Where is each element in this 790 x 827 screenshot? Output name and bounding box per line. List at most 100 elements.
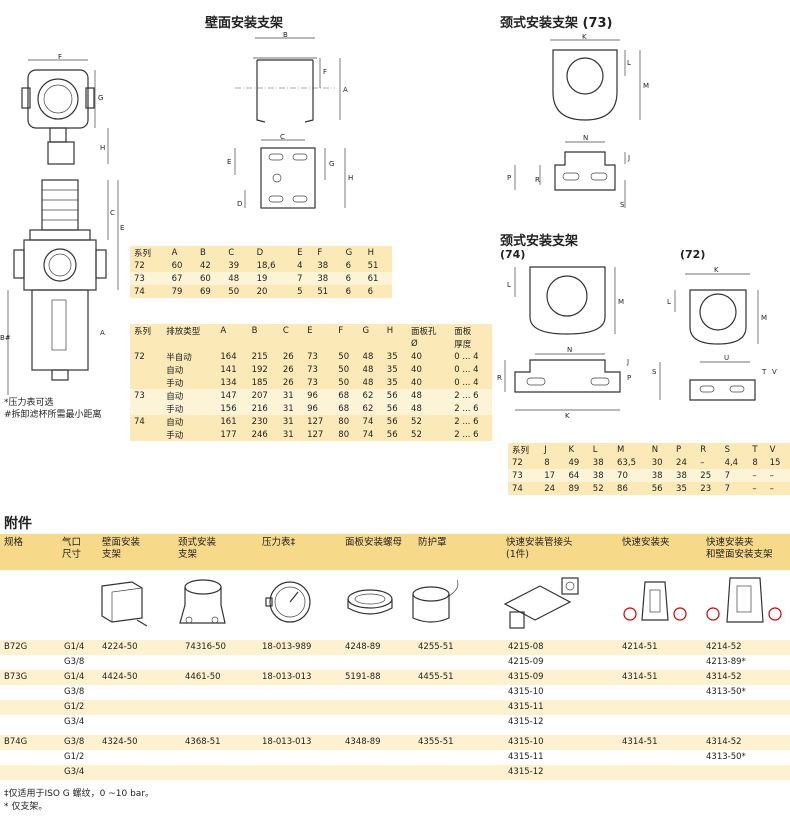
table-cell: 60	[199, 273, 211, 284]
table-cell: 26	[282, 351, 294, 362]
dim-label-j: J	[627, 154, 630, 162]
note-min-distance: #拆卸滤杯所需最小距离	[4, 410, 102, 420]
table-cell: 31	[282, 403, 294, 414]
table-cell: 38	[651, 470, 663, 481]
dim-label-k-72: K	[714, 266, 719, 274]
table-cell: 68	[338, 390, 350, 401]
table-row: 系列 J K L M N P R S T V	[508, 443, 790, 456]
table-header: 系列	[134, 326, 152, 337]
table-cell: 40	[411, 377, 422, 388]
table-cell: 52	[411, 416, 422, 427]
table-cell: 207	[251, 390, 268, 401]
table-cell: 51	[367, 260, 379, 271]
table-cell: 48	[228, 273, 240, 284]
acc-header-quick-clamp: 快速安装夹	[622, 537, 670, 548]
neck-bracket-72-drawing: K L M S U T V	[652, 266, 777, 401]
table-cell: 185	[251, 377, 268, 388]
quick-clamp-icon	[623, 581, 687, 621]
table-cell: 0 ... 4	[454, 377, 479, 388]
dim-label-j-74: J	[626, 358, 629, 366]
table-row: G1/2 4315-11	[0, 700, 790, 715]
table-cell: 4	[297, 260, 303, 271]
table-row: Ø 厚度	[130, 337, 492, 350]
dim-label-m: M	[643, 82, 649, 90]
table-cell: G3/8	[64, 657, 85, 667]
dim-label-m-72: M	[761, 314, 767, 322]
table-cell: 4315-10	[508, 737, 544, 747]
dim-label-e-wall: E	[227, 158, 231, 166]
table-cell: 4424-50	[102, 672, 138, 682]
table-header: C	[282, 325, 289, 336]
table-cell: 80	[338, 416, 350, 427]
table-header: P	[676, 444, 682, 455]
table-cell: 70	[617, 470, 628, 481]
dimension-table: 系列 排放类型 A B C E F G H 面板孔 面板 Ø 厚度 72 半自动…	[130, 324, 492, 441]
table-cell: 18-013-013	[262, 672, 312, 682]
table-cell: –	[752, 483, 757, 494]
table-cell: 69	[199, 286, 211, 297]
table-cell: 161	[220, 416, 237, 427]
table-cell: 48	[362, 351, 374, 362]
table-row: 系列 排放类型 A B C E F G H 面板孔 面板	[130, 324, 492, 337]
table-cell: 164	[220, 351, 237, 362]
guard-icon	[412, 579, 459, 623]
table-cell: 40	[411, 351, 422, 362]
table-cell: 52	[592, 483, 604, 494]
table-cell: 20	[256, 286, 268, 297]
table-row: 手动 156 216 31 96 68 62 56 48 2 ... 6	[130, 402, 492, 415]
acc-header-quick-clamp-wall: 快速安装夹和壁面安装支架	[706, 537, 773, 560]
dim-label-s: S	[620, 201, 625, 209]
table-cell: 38	[592, 457, 604, 468]
table-cell: 35	[386, 351, 398, 362]
table-cell: 31	[282, 416, 294, 427]
table-cell: 79	[171, 286, 183, 297]
table-cell: G1/2	[64, 702, 85, 712]
table-cell: 134	[220, 377, 237, 388]
table-cell: 4315-09	[508, 672, 544, 682]
table-cell: 4213-89*	[706, 657, 746, 667]
table-cell: 17	[544, 470, 556, 481]
table-cell: 50	[338, 377, 350, 388]
table-cell: 177	[220, 429, 237, 440]
table-header: 排放类型	[166, 326, 201, 337]
table-cell	[130, 402, 162, 415]
table-cell	[130, 428, 162, 441]
table-cell: G3/4	[64, 717, 85, 727]
accessories-header: 规格 气口尺寸 壁面安装支架 颈式安装支架 压力表‡ 面板安装螺母 防护罩 快速…	[0, 534, 790, 570]
table-cell: 4314-52	[706, 672, 742, 682]
dim-label-f: F	[58, 53, 62, 61]
table-row: 手动 134 185 26 73 50 48 35 40 0 ... 4	[130, 376, 492, 389]
table-cell: 96	[307, 390, 318, 401]
table-cell: 38	[592, 470, 604, 481]
table-header: G	[345, 247, 353, 258]
table-cell: 4315-12	[508, 767, 544, 777]
table-row: 自动 141 192 26 73 50 48 35 40 0 ... 4	[130, 363, 492, 376]
table-cell: 48	[362, 364, 374, 375]
table-row: G3/8 4215-09 4213-89*	[0, 655, 790, 670]
table-cell	[130, 376, 162, 389]
table-cell: 42	[199, 260, 211, 271]
accessories-images	[0, 570, 790, 634]
panel-nut-icon	[347, 589, 393, 615]
table-header: M	[617, 444, 625, 455]
table-cell: 246	[251, 429, 268, 440]
table-cell: 4315-10	[508, 687, 544, 697]
table-cell: B74G	[4, 737, 28, 747]
table-cell: 4314-51	[622, 672, 658, 682]
table-cell: B72G	[4, 642, 28, 652]
table-cell: 72	[134, 260, 145, 271]
table-cell: 7	[724, 483, 730, 494]
table-cell: 73	[134, 273, 145, 284]
dim-label-c-wall: C	[280, 133, 285, 141]
table-cell: 0 ... 4	[454, 351, 479, 362]
neck-bracket-table: 系列 J K L M N P R S T V 72 8 49 38 63,5 3…	[508, 443, 790, 495]
table-cell: 2 ... 6	[454, 403, 479, 414]
table-header: 厚度	[454, 339, 472, 350]
table-cell: 4355-51	[418, 737, 454, 747]
table-cell: 51	[317, 286, 329, 297]
table-cell: 25	[700, 470, 712, 481]
dim-label-c: C	[110, 209, 115, 217]
table-cell: 8	[752, 457, 758, 468]
table-cell: –	[769, 483, 774, 494]
table-header: K	[568, 444, 575, 455]
